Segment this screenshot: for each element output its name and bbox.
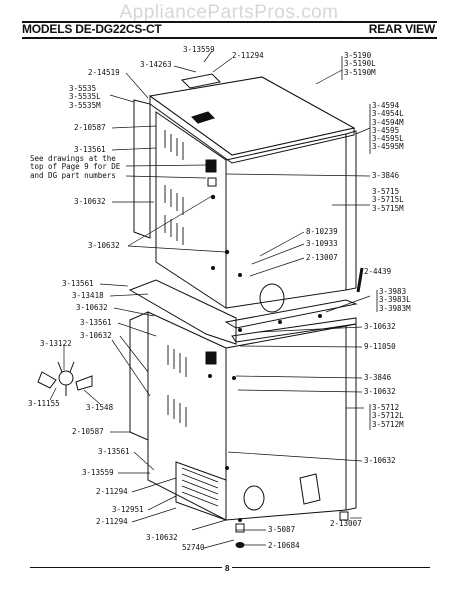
callout-3-3846-upper: 3-3846 xyxy=(372,171,400,180)
bracket-screws xyxy=(238,314,322,332)
view-title: REAR VIEW xyxy=(368,22,435,36)
callout-3-10632-d: 3-10632 xyxy=(80,331,112,340)
callout-3-10632-c: 3-10632 xyxy=(76,303,108,312)
stack-bracket xyxy=(128,279,237,345)
lower-terminal-block xyxy=(205,351,217,365)
callout-2-14519: 2-14519 xyxy=(88,68,120,77)
foot-pad xyxy=(235,542,245,548)
top-vent-slot xyxy=(191,111,215,124)
callout-3-3846-lower: 3-3846 xyxy=(364,373,392,382)
callout-3-12951: 3-12951 xyxy=(112,505,144,514)
callout-3-5190-group: 3-5190 3-5190L 3-5190M xyxy=(344,51,376,77)
upper-rear-panel xyxy=(155,111,227,309)
lower-rear-panel xyxy=(147,311,227,521)
callout-52740: 52740 xyxy=(182,543,205,552)
callout-2-11294-a: 2-11294 xyxy=(96,487,128,496)
callout-3-10632-b: 3-10632 xyxy=(88,241,120,250)
callout-3-5712-group: 3-5712 3-5712L 3-5712M xyxy=(372,403,404,429)
lower-access-grille xyxy=(181,467,219,507)
page-number: 8 xyxy=(222,564,233,573)
callout-3-11155: 3-11155 xyxy=(28,399,60,408)
callout-3-10632-h: 3-10632 xyxy=(364,456,396,465)
callout-2-4439: 2-4439 xyxy=(364,267,392,276)
callout-3-5715-group: 3-5715 3-5715L 3-5715M xyxy=(372,187,404,213)
upper-top-panel-edge xyxy=(149,96,355,164)
upper-rear-louvers xyxy=(164,130,184,245)
lower-access-panel xyxy=(175,461,227,521)
callout-3-1548: 3-1548 xyxy=(86,403,114,412)
upper-connector xyxy=(207,177,217,187)
callout-3-10632-g: 3-10632 xyxy=(364,387,396,396)
foot-left xyxy=(235,523,245,533)
stack-rail-right xyxy=(224,299,358,329)
drum-belt-pulley xyxy=(299,473,321,505)
callout-3-14263: 3-14263 xyxy=(140,60,172,69)
callout-2-13007-lower: 2-13007 xyxy=(330,519,362,528)
lower-exhaust-opening xyxy=(243,485,265,511)
models-title: MODELS DE-DG22CS-CT xyxy=(22,22,162,36)
diagram-header: MODELS DE-DG22CS-CT REAR VIEW xyxy=(22,21,437,39)
top-access-plate xyxy=(180,73,222,89)
callout-3-3983-group: 3-3983 3-3983L 3-3983M xyxy=(379,287,411,313)
upper-top-panel xyxy=(148,76,356,156)
callout-2-11294-top: 2-11294 xyxy=(232,51,264,60)
callout-3-5535-group: 3-5535 3-5535L 3-5535M xyxy=(69,84,101,110)
callout-3-5087: 3-5087 xyxy=(268,525,296,534)
callout-3-13561-upper: 3-13561 xyxy=(74,145,106,154)
callout-3-10933: 3-10933 xyxy=(306,239,338,248)
leveling-leg xyxy=(356,267,364,293)
upper-terminal-block xyxy=(205,159,217,173)
callout-3-13559-top: 3-13559 xyxy=(183,45,215,54)
upper-screws xyxy=(210,194,242,277)
lower-front-flange xyxy=(345,323,357,511)
rear-left-flange xyxy=(133,99,151,239)
callout-3-13561-mid: 3-13561 xyxy=(62,279,94,288)
callout-2-13007-upper: 2-13007 xyxy=(306,253,338,262)
lower-left-flange xyxy=(129,311,149,441)
callout-3-10632-e: 3-10632 xyxy=(146,533,178,542)
callout-3-13418: 3-13418 xyxy=(72,291,104,300)
callout-3-13561-lower: 3-13561 xyxy=(80,318,112,327)
callout-2-11294-b: 2-11294 xyxy=(96,517,128,526)
see-drawings-note: See drawings at the top of Page 9 for DE… xyxy=(30,154,121,180)
callout-2-10587-lower: 2-10587 xyxy=(72,427,104,436)
upper-exhaust-opening xyxy=(259,283,285,313)
watermark: AppliancePartsPros.com xyxy=(119,2,339,23)
lower-rear-louvers xyxy=(167,345,187,427)
leader-lines xyxy=(49,50,371,549)
callout-2-10684: 2-10684 xyxy=(268,541,300,550)
lower-side-panel xyxy=(225,325,347,521)
foot-right xyxy=(339,511,349,521)
callout-3-10632-a: 3-10632 xyxy=(74,197,106,206)
callout-3-13559-bottom: 3-13559 xyxy=(82,468,114,477)
blower-wheel-detail xyxy=(37,361,93,396)
callout-3-13561-bottom: 3-13561 xyxy=(98,447,130,456)
callout-3-10632-f: 3-10632 xyxy=(364,322,396,331)
callout-8-10239: 8-10239 xyxy=(306,227,338,236)
callout-3-13122: 3-13122 xyxy=(40,339,72,348)
callout-2-10587-upper: 2-10587 xyxy=(74,123,106,132)
callout-9-11050: 9-11050 xyxy=(364,342,396,351)
callout-3-4594-group: 3-4594 3-4954L 3-4594M 3-4595 3-4595L 3-… xyxy=(372,101,404,152)
lower-screws xyxy=(208,374,242,522)
upper-front-flange xyxy=(345,130,357,291)
